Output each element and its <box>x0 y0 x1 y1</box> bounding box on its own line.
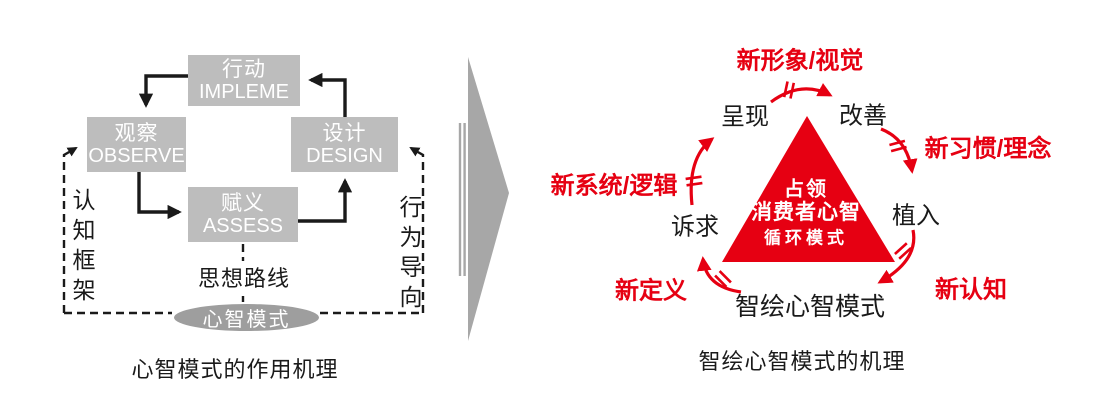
flow-box-implement-en: IMPLEME <box>198 81 290 104</box>
barrier-tick-icon <box>894 242 912 260</box>
route-label: 思想路线 <box>194 261 294 293</box>
rail-cognitive-frame: 认知框架 <box>69 188 95 308</box>
flow-box-design-zh: 设计 <box>322 121 367 145</box>
flow-box-assess-zh: 赋义 <box>221 191 265 215</box>
arrow-assess-to-design-icon <box>298 178 353 223</box>
transform-arrow-icon <box>468 57 509 341</box>
arc-improve-to-implant-icon <box>880 127 918 174</box>
arc-appeal-to-present-icon <box>689 137 715 206</box>
triangle-line-occupy: 占领 <box>784 178 828 201</box>
dashed-rail-left-icon <box>62 146 78 313</box>
triangle-line-consumer-mind: 消费者心智 <box>751 201 861 224</box>
barrier-tick-icon <box>889 139 907 153</box>
label-new-image: 新形象/视觉 <box>736 47 864 75</box>
node-present: 呈现 <box>721 103 769 131</box>
barrier-tick-icon <box>714 270 732 288</box>
node-improve: 改善 <box>839 102 887 130</box>
rail-behavior-guide: 行为导向 <box>396 195 422 315</box>
right-caption: 智绘心智模式的机理 <box>698 349 906 374</box>
arc-present-to-improve-icon <box>770 83 833 104</box>
label-new-system: 新系统/逻辑 <box>550 172 678 200</box>
flow-box-assess: 赋义 ASSESS <box>188 187 298 242</box>
flow-box-observe-en: OBSERVE <box>88 145 185 168</box>
node-implant: 植入 <box>892 202 940 230</box>
arrow-observe-to-assess-icon <box>137 172 182 220</box>
flow-box-implement-zh: 行动 <box>222 57 266 81</box>
flow-box-design: 设计 DESIGN <box>291 117 398 172</box>
transform-arrow-stripe-icon <box>463 123 466 276</box>
flow-box-design-en: DESIGN <box>306 145 383 168</box>
triangle-line-cycle-mode: 循环模式 <box>764 228 848 248</box>
arrow-design-to-implement-icon <box>308 72 347 117</box>
arc-redraw-to-appeal-icon <box>696 256 742 294</box>
flow-box-observe-zh: 观察 <box>114 121 159 145</box>
arc-implant-to-redraw-icon <box>877 229 916 284</box>
node-appeal: 诉求 <box>671 213 719 241</box>
barrier-tick-icon <box>685 175 703 187</box>
transform-arrow-stripe-icon <box>458 123 462 276</box>
label-new-cognition: 新认知 <box>935 276 1007 304</box>
left-caption: 心智模式的作用机理 <box>131 357 339 382</box>
flow-box-assess-en: ASSESS <box>202 215 284 238</box>
dashed-rail-right-icon <box>409 146 425 313</box>
label-new-definition: 新定义 <box>615 277 687 305</box>
arrow-implement-to-observe-icon <box>138 74 188 108</box>
flow-box-implement: 行动 IMPLEME <box>188 55 300 106</box>
label-new-habit: 新习惯/理念 <box>924 135 1052 163</box>
node-redraw: 智绘心智模式 <box>734 293 886 321</box>
mind-triangle <box>722 116 895 262</box>
barrier-tick-icon <box>782 81 796 99</box>
mental-model-ellipse: 心智模式 <box>174 304 319 331</box>
flow-box-observe: 观察 OBSERVE <box>87 117 186 172</box>
